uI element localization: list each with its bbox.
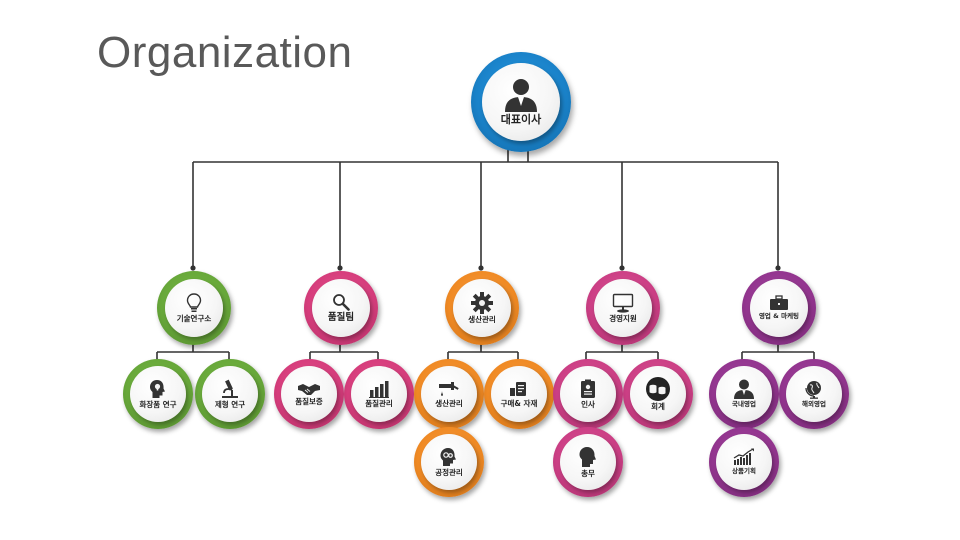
head-gears-icon (440, 447, 456, 466)
team-node[interactable]: 생산관리 (414, 359, 484, 429)
team-node[interactable]: 인사 (553, 359, 623, 429)
department-label: 기술연구소 (176, 313, 212, 323)
team-label: 상품기획 (732, 467, 756, 476)
department-label: 생산관리 (468, 314, 496, 324)
id-card-icon (581, 379, 595, 398)
handshake-icon (298, 383, 320, 395)
team-label: 인사 (581, 399, 595, 409)
team-label: 구매& 자재 (500, 398, 538, 408)
team-node[interactable]: 제형 연구 (195, 359, 265, 429)
person-icon (505, 78, 537, 112)
team-node[interactable]: 회계 (623, 359, 693, 429)
department-node-research[interactable]: 기술연구소 (157, 271, 231, 345)
team-node[interactable]: 총무 (553, 427, 623, 497)
bar-chart-icon (369, 380, 389, 398)
gear-icon (471, 291, 493, 314)
team-node[interactable]: 구매& 자재 (484, 359, 554, 429)
coins-icon (646, 376, 670, 401)
team-label: 회계 (651, 401, 665, 411)
team-label: 화장품 연구 (139, 399, 177, 409)
department-label: 품질팀 (327, 311, 355, 323)
root-label: 대표이사 (500, 112, 542, 126)
team-node[interactable]: 해외영업 (779, 359, 849, 429)
team-label: 해외영업 (802, 400, 826, 409)
root-node[interactable]: 대표이사 (471, 52, 571, 152)
team-label: 총무 (581, 468, 595, 478)
page-title: Organization (97, 28, 353, 77)
team-label: 품질보증 (295, 396, 323, 406)
clipboard-icon (510, 381, 526, 396)
team-node[interactable]: 공정관리 (414, 427, 484, 497)
department-node-quality[interactable]: 품질팀 (304, 271, 378, 345)
person-icon (734, 379, 754, 400)
team-node[interactable]: 화장품 연구 (123, 359, 193, 429)
team-label: 제형 연구 (214, 399, 246, 409)
team-label: 품질관리 (365, 398, 393, 408)
monitor-icon (612, 293, 634, 313)
department-node-management[interactable]: 경영지원 (586, 271, 660, 345)
briefcase-icon (770, 295, 788, 311)
team-node[interactable]: 품질보증 (274, 359, 344, 429)
department-node-sales[interactable]: 영업 & 마케팅 (742, 271, 816, 345)
lightbulb-icon (186, 293, 202, 312)
team-node[interactable]: 상품기획 (709, 427, 779, 497)
department-node-production[interactable]: 생산관리 (445, 271, 519, 345)
team-node[interactable]: 국내영업 (709, 359, 779, 429)
globe-icon (805, 381, 821, 400)
head-idea-icon (150, 379, 165, 398)
team-node[interactable]: 품질관리 (344, 359, 414, 429)
microscope-icon (222, 379, 238, 398)
team-label: 생산관리 (435, 398, 463, 408)
team-label: 국내영업 (732, 400, 756, 409)
head-silhouette-icon (579, 446, 596, 467)
magnifier-icon (333, 293, 350, 311)
department-label: 경영지원 (609, 313, 637, 323)
pipe-icon (439, 381, 459, 396)
trend-chart-icon (733, 448, 754, 466)
team-label: 공정관리 (435, 467, 463, 477)
department-label: 영업 & 마케팅 (758, 312, 800, 321)
